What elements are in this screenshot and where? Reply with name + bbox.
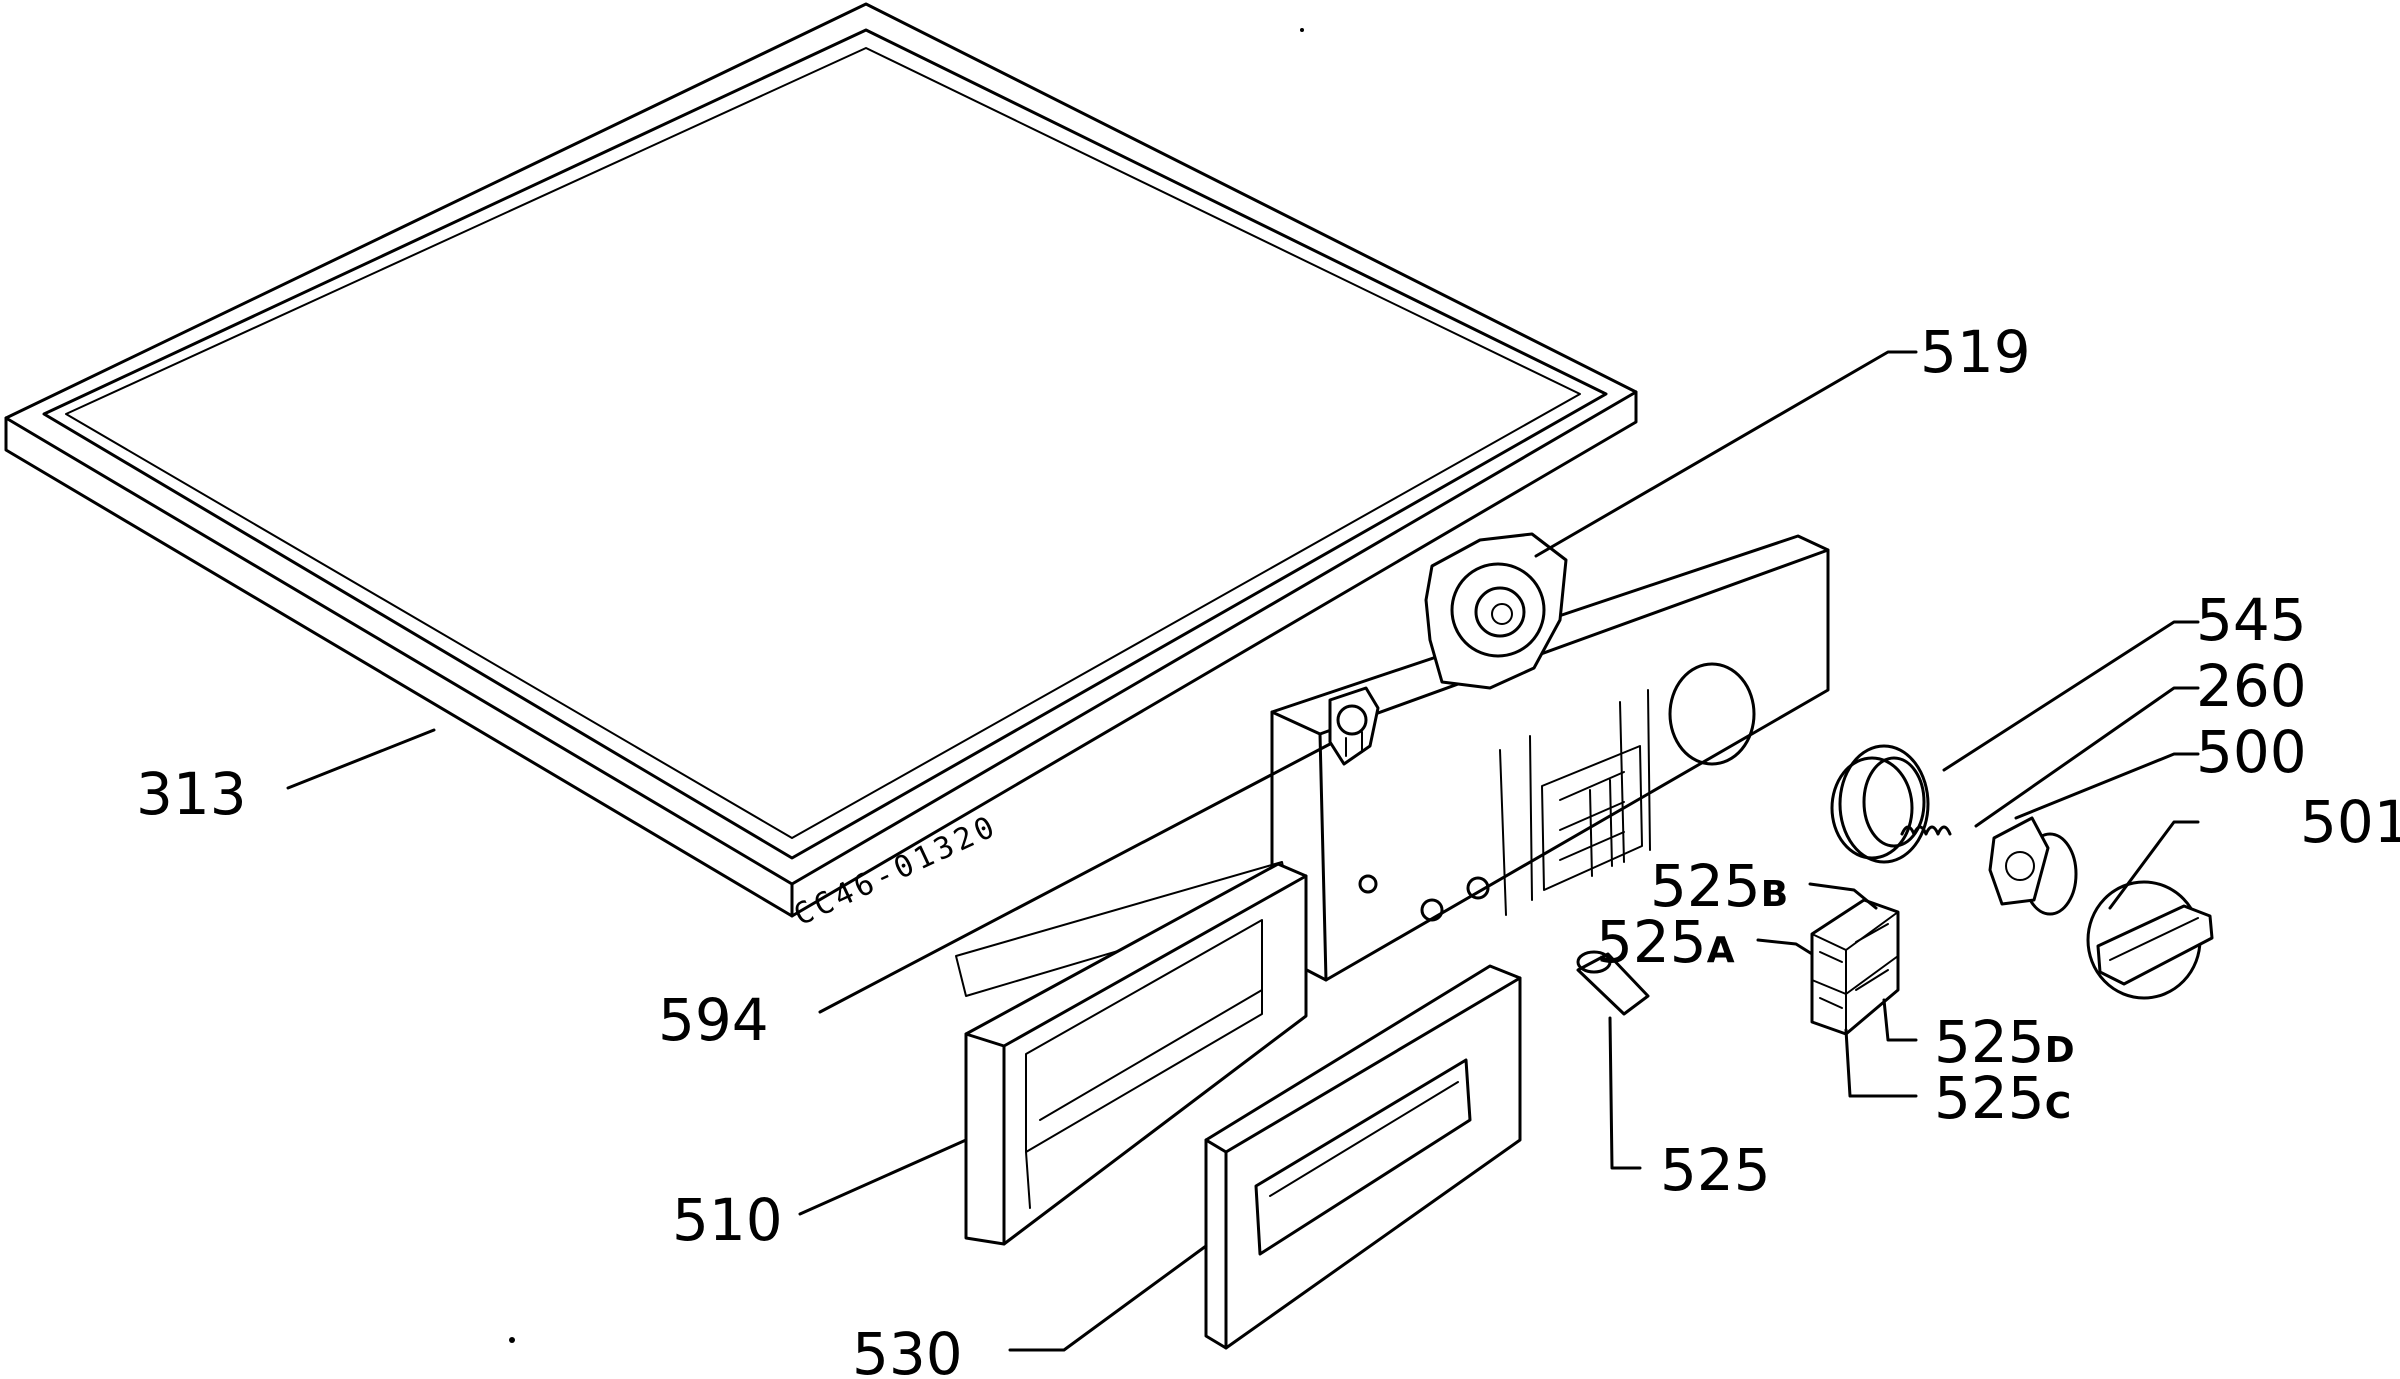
part-530-drawer-front — [1204, 964, 1522, 1350]
label-500: 500 — [2196, 718, 2307, 786]
label-519: 519 — [1920, 318, 2031, 386]
part-500-knob-shaft — [1988, 816, 2078, 916]
label-525b: 525B — [1650, 852, 1788, 920]
panel-hole — [1466, 876, 1490, 900]
part-545-bezel-ring — [1830, 744, 1930, 864]
label-545: 545 — [2196, 586, 2307, 654]
label-501: 501 — [2300, 788, 2400, 856]
panel-hole — [1420, 898, 1444, 922]
part-510-drawer-frame — [964, 862, 1308, 1246]
label-260: 260 — [2196, 652, 2307, 720]
part-260-spring — [1900, 825, 1952, 836]
label-530: 530 — [852, 1320, 963, 1379]
part-519-mounting-plate — [1424, 532, 1568, 690]
part-594-indicator — [1328, 686, 1380, 766]
label-594: 594 — [658, 986, 769, 1054]
knob-hole — [1668, 662, 1756, 766]
part-501-control-knob — [2086, 880, 2214, 1000]
scan-speck — [509, 1337, 515, 1343]
part-labels: 313 519 545 260 500 501 525B 525A 525D 5… — [136, 318, 2400, 1379]
part-313-top-cover: CC46-01320 — [4, 2, 1638, 933]
label-525a: 525A — [1596, 908, 1735, 976]
panel-hole — [1358, 874, 1378, 894]
scan-speck — [1300, 28, 1304, 32]
label-313: 313 — [136, 760, 247, 828]
leader-lines — [286, 350, 2200, 1352]
label-525d: 525D — [1934, 1008, 2075, 1076]
label-525c: 525C — [1934, 1064, 2071, 1132]
label-525: 525 — [1660, 1136, 1771, 1204]
label-510: 510 — [672, 1186, 783, 1254]
part-525-pin — [1576, 950, 1650, 1016]
